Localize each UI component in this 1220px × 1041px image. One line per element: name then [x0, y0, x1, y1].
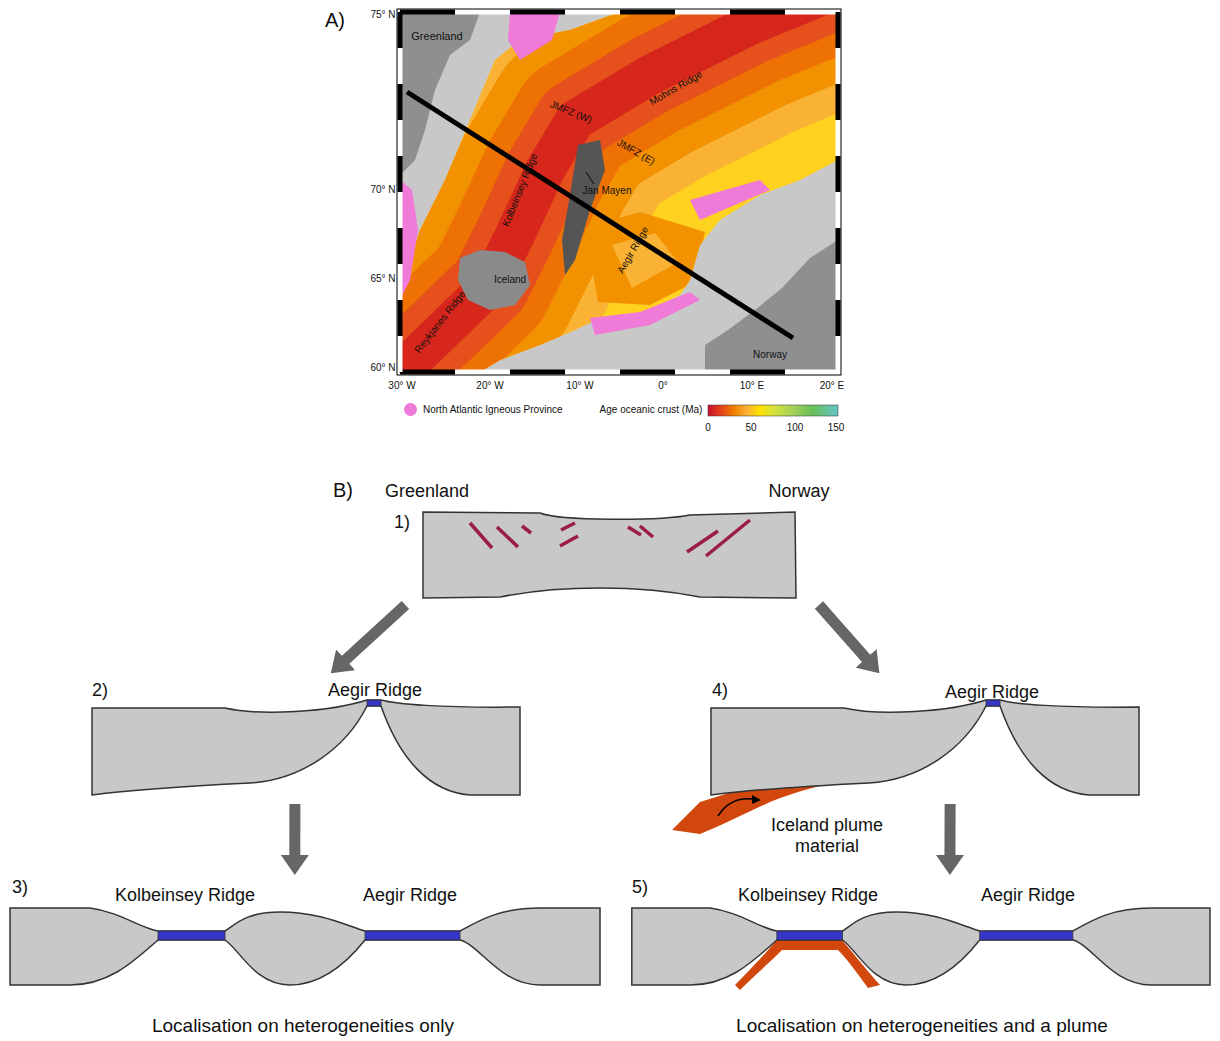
cross-section-panel: 1) [390, 505, 830, 601]
side-label: Norway [768, 481, 829, 502]
longitude-label: 10° E [740, 380, 765, 392]
panel-number: 2) [92, 680, 108, 701]
cross-section-panel: 5) Kolbeinsey Ridge Aegir Ridge [625, 880, 1220, 990]
colorbar-tick: 0 [705, 422, 711, 434]
plume-label: Iceland plume material [762, 815, 892, 856]
latitude-label: 70° N [370, 184, 395, 196]
panel-number: 5) [632, 877, 648, 898]
ridge-label: Aegir Ridge [328, 680, 422, 701]
panel-number: 3) [12, 877, 28, 898]
colorbar-tick: 100 [787, 422, 804, 434]
longitude-label: 10° W [566, 380, 593, 392]
cross-section-panel: 4) Aegir Ridge [665, 678, 1145, 800]
flow-arrow [289, 804, 300, 856]
cross-section-panel: 2) Aegir Ridge [85, 678, 525, 800]
flow-arrow [345, 605, 406, 660]
map-label: Norway [753, 349, 787, 361]
panel-letter: B) [333, 479, 353, 502]
panel-letter: A) [325, 9, 345, 32]
longitude-label: 20° W [476, 380, 503, 392]
legend-swatch [404, 403, 417, 416]
flow-arrow [819, 605, 867, 659]
panel-number: 1) [394, 512, 410, 533]
scenario-caption: Localisation on heterogeneities and a pl… [736, 1015, 1108, 1037]
longitude-label: 0° [658, 380, 668, 392]
map-label: Jan Mayen [583, 185, 632, 197]
flow-arrow [944, 804, 955, 856]
side-label: Greenland [385, 481, 469, 502]
colorbar-title: Age oceanic crust (Ma) [600, 404, 703, 416]
latitude-label: 75° N [370, 9, 395, 21]
panel-number: 4) [712, 680, 728, 701]
latitude-label: 65° N [370, 273, 395, 285]
ridge-label: Kolbeinsey Ridge [115, 885, 255, 906]
colorbar-tick: 50 [745, 422, 756, 434]
colorbar-tick: 150 [828, 422, 845, 434]
legend-entry: North Atlantic Igneous Province [404, 403, 563, 416]
longitude-label: 20° E [820, 380, 845, 392]
map-label: Greenland [411, 30, 462, 43]
ridge-label: Aegir Ridge [945, 682, 1039, 703]
ridge-label: Aegir Ridge [363, 885, 457, 906]
cross-section-panel: 3) Kolbeinsey Ridge Aegir Ridge [5, 880, 605, 990]
ridge-label: Kolbeinsey Ridge [738, 885, 878, 906]
longitude-label: 30° W [388, 380, 415, 392]
scenario-caption: Localisation on heterogeneities only [152, 1015, 454, 1037]
latitude-label: 60° N [370, 362, 395, 374]
map-label: Iceland [494, 274, 526, 286]
ridge-label: Aegir Ridge [981, 885, 1075, 906]
legend-text: North Atlantic Igneous Province [423, 404, 563, 415]
